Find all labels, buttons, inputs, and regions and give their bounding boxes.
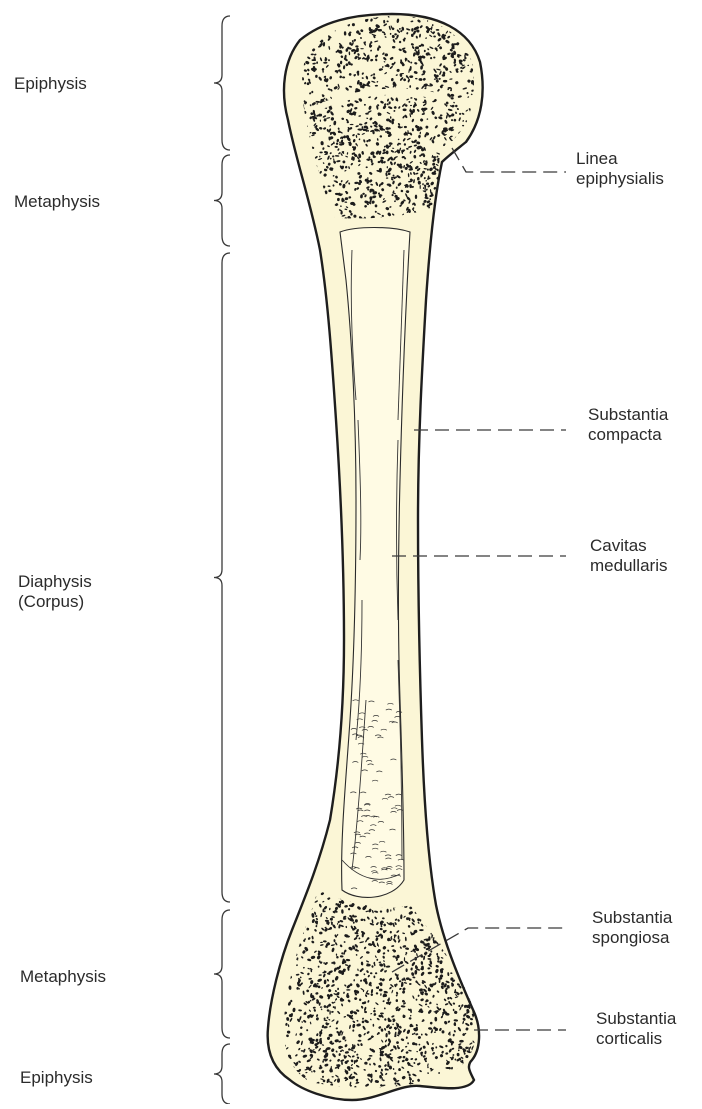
label-line: Metaphysis [14, 192, 100, 212]
label-substantia-spongiosa: Substantia spongiosa [592, 908, 672, 948]
label-metaphysis-distal: Metaphysis [20, 967, 106, 987]
label-line: Substantia [592, 908, 672, 928]
label-substantia-corticalis: Substantia corticalis [596, 1009, 676, 1049]
label-line: spongiosa [592, 928, 672, 948]
label-epiphysis-proximal: Epiphysis [14, 74, 87, 94]
label-epiphysis-distal: Epiphysis [20, 1068, 93, 1088]
label-line: corticalis [596, 1029, 676, 1049]
label-line: Substantia [596, 1009, 676, 1029]
label-line: medullaris [590, 556, 667, 576]
label-line: (Corpus) [18, 592, 92, 612]
label-linea-epiphysialis: Linea epiphysialis [576, 149, 664, 189]
label-substantia-compacta: Substantia compacta [588, 405, 668, 445]
label-line: Linea [576, 149, 664, 169]
label-line: Metaphysis [20, 967, 106, 987]
label-line: epiphysialis [576, 169, 664, 189]
label-line: compacta [588, 425, 668, 445]
label-line: Substantia [588, 405, 668, 425]
label-line: Epiphysis [20, 1068, 93, 1088]
label-cavitas-medullaris: Cavitas medullaris [590, 536, 667, 576]
label-line: Epiphysis [14, 74, 87, 94]
label-metaphysis-proximal: Metaphysis [14, 192, 100, 212]
label-line: Cavitas [590, 536, 667, 556]
label-diaphysis: Diaphysis (Corpus) [18, 572, 92, 612]
region-brackets [214, 16, 230, 1104]
label-line: Diaphysis [18, 572, 92, 592]
